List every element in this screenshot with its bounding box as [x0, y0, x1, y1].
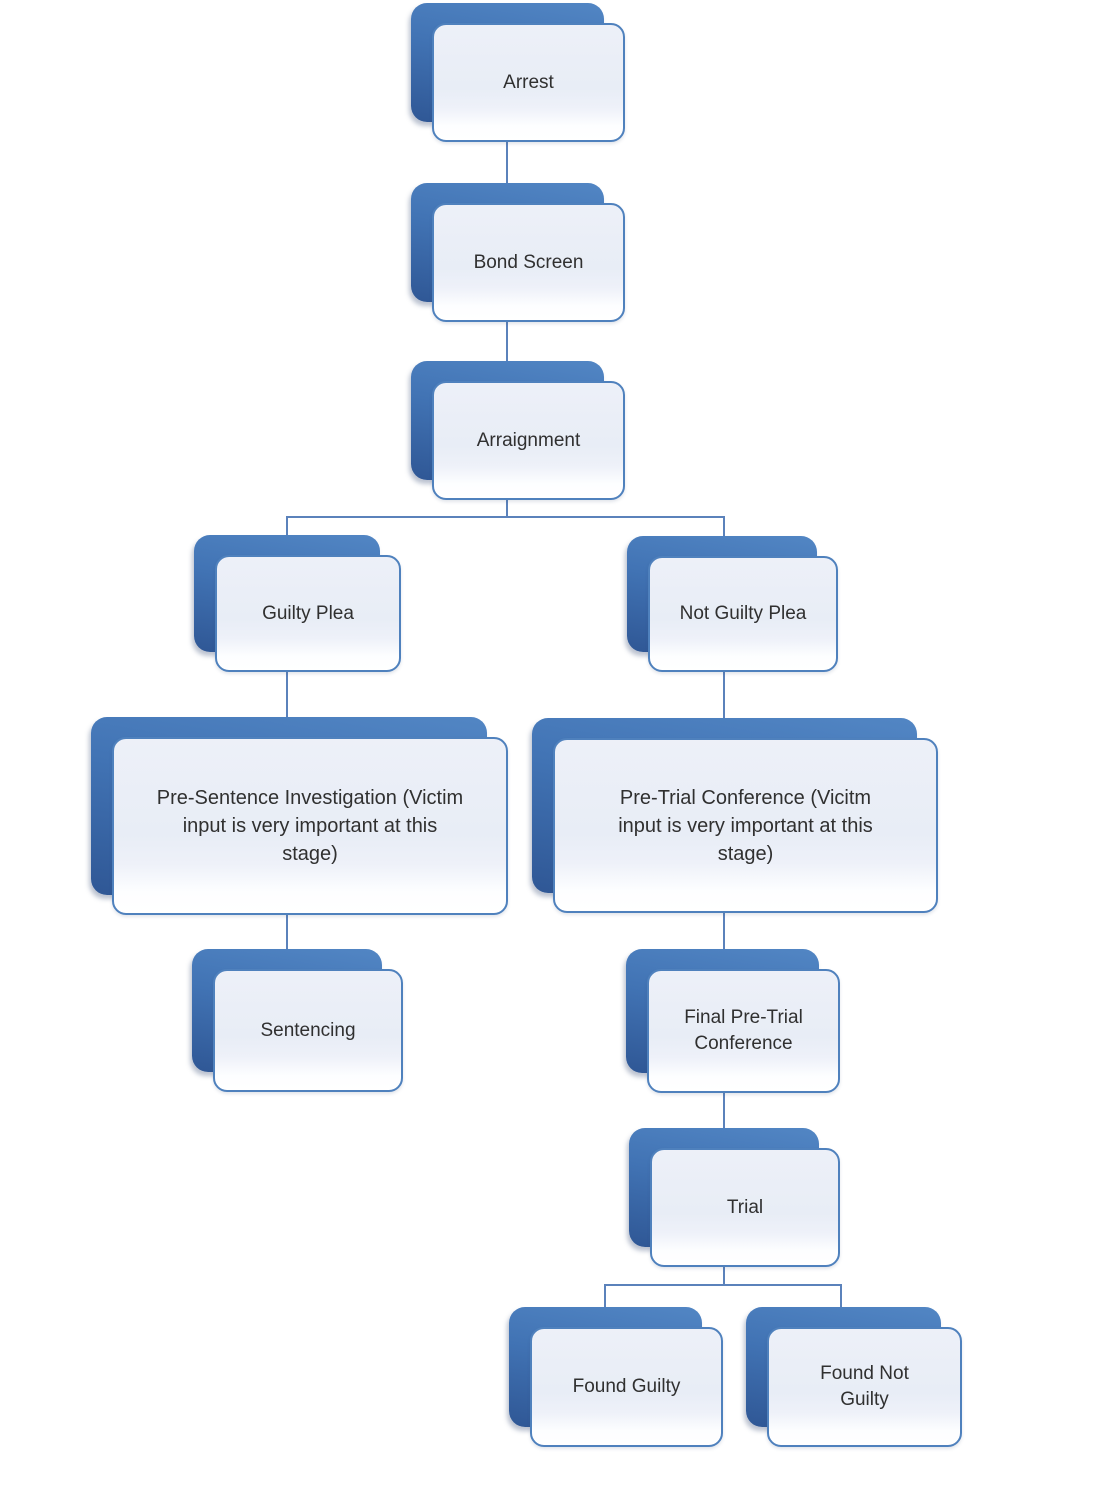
node-box: Not Guilty Plea: [648, 556, 838, 672]
connector-verdict-branch: [604, 1284, 842, 1286]
node-label: Pre-Trial Conference (Vicitm input is ve…: [618, 786, 873, 865]
node-found-guilty: Found Guilty: [509, 1307, 723, 1447]
node-label: Trial: [726, 1196, 764, 1218]
connector-arraignment-stem: [506, 500, 508, 517]
node-label: Found Not Guilty: [820, 1363, 909, 1410]
node-final-pre-trial-conference: Final Pre-Trial Conference: [626, 949, 840, 1093]
node-box: Guilty Plea: [215, 555, 401, 672]
node-box: Arrest: [432, 23, 625, 142]
node-guilty-plea: Guilty Plea: [194, 535, 401, 672]
node-pre-trial-conference: Pre-Trial Conference (Vicitm input is ve…: [532, 718, 938, 913]
connector-bond-arraignment: [506, 322, 508, 383]
node-label: Final Pre-Trial Conference: [684, 1007, 803, 1054]
node-pre-sentence-investigation: Pre-Sentence Investigation (Victim input…: [91, 717, 508, 915]
node-box: Arraignment: [432, 381, 625, 500]
node-label: Arraignment: [476, 429, 581, 451]
node-bond-screen: Bond Screen: [411, 183, 625, 322]
connector-psi-sentencing: [286, 915, 288, 971]
node-box: Pre-Sentence Investigation (Victim input…: [112, 737, 508, 915]
node-box: Sentencing: [213, 969, 403, 1092]
node-label: Bond Screen: [473, 251, 584, 273]
node-box: Bond Screen: [432, 203, 625, 322]
node-label: Sentencing: [260, 1019, 356, 1041]
node-arraignment: Arraignment: [411, 361, 625, 500]
connector-notguilty-ptc: [723, 672, 725, 740]
connector-finalptc-trial: [723, 1093, 725, 1150]
node-not-guilty-plea: Not Guilty Plea: [627, 536, 838, 672]
node-arrest: Arrest: [411, 3, 625, 142]
node-box: Final Pre-Trial Conference: [647, 969, 840, 1093]
connector-trial-stem: [723, 1267, 725, 1285]
node-box: Found Guilty: [530, 1327, 723, 1447]
node-trial: Trial: [629, 1128, 840, 1267]
node-label: Found Guilty: [572, 1376, 681, 1398]
node-sentencing: Sentencing: [192, 949, 403, 1092]
connector-guilty-psi: [286, 672, 288, 739]
node-label: Pre-Sentence Investigation (Victim input…: [156, 787, 464, 865]
node-box: Pre-Trial Conference (Vicitm input is ve…: [553, 738, 938, 913]
node-label: Not Guilty Plea: [679, 603, 807, 625]
node-box: Found Not Guilty: [767, 1327, 962, 1447]
node-found-not-guilty: Found Not Guilty: [746, 1307, 962, 1447]
node-label: Arrest: [503, 71, 554, 93]
node-label: Guilty Plea: [262, 602, 354, 624]
connector-arrest-bond: [506, 142, 508, 205]
node-box: Trial: [650, 1148, 840, 1267]
connector-ptc-finalptc: [723, 913, 725, 971]
connector-plea-branch: [286, 516, 725, 518]
